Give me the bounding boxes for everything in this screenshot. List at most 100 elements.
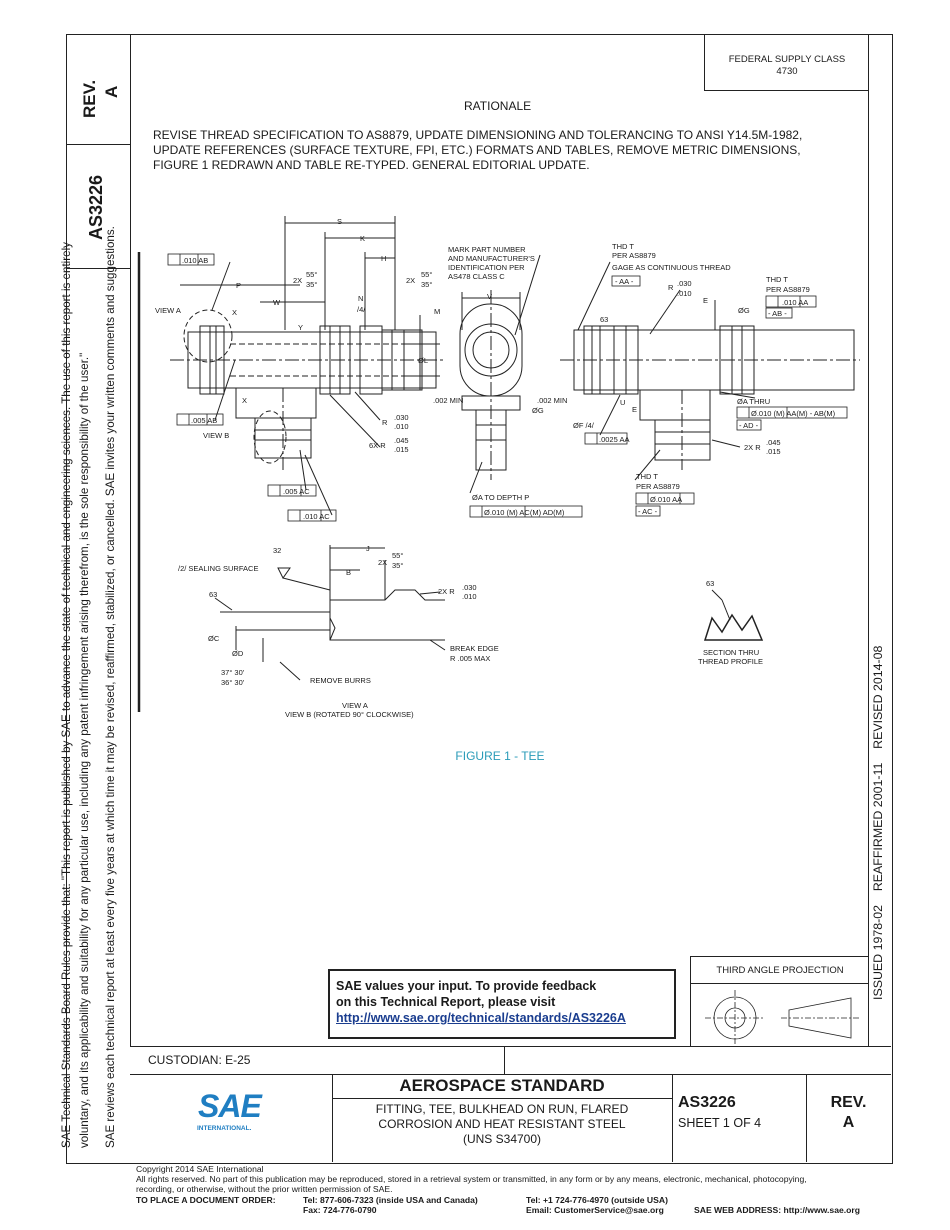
title-desc-1: FITTING, TEE, BULKHEAD ON RUN, FLARED — [375, 1102, 629, 1116]
tol-005ab: .005 AB — [191, 416, 217, 425]
datum-ad: - AD - — [739, 421, 759, 430]
tol-010aa: .010 AA — [782, 298, 808, 307]
datum-ac: - AC - — [638, 507, 658, 516]
page-frame — [66, 34, 893, 1164]
title-rev-label: REV. — [830, 1094, 867, 1111]
feedback-line-1: SAE values your input. To provide feedba… — [336, 979, 597, 993]
title-sheet: SHEET 1 OF 4 — [678, 1116, 762, 1130]
dim-r6-v2: .015 — [394, 445, 409, 454]
view-b2-label: VIEW B (ROTATED 90° CLOCKWISE) — [285, 710, 414, 719]
dim-r2xb-v2: .010 — [462, 592, 477, 601]
dim-r2-v: .030 — [677, 279, 692, 288]
dim-r1-v: .030 — [394, 413, 409, 422]
feedback-box: SAE values your input. To provide feedba… — [328, 969, 676, 1039]
dim-x2: X — [242, 396, 247, 405]
dim-n: N — [358, 294, 363, 303]
title-rev-value: A — [842, 1114, 855, 1131]
dim-g2: ØG — [738, 306, 750, 315]
footer-copyright: Copyright 2014 SAE International — [136, 1164, 264, 1174]
standard-type: AEROSPACE STANDARD — [399, 1076, 605, 1095]
view-a-detail — [214, 545, 445, 662]
dim-32: 32 — [273, 546, 281, 555]
footer-rights-1: All rights reserved. No part of this pub… — [136, 1174, 807, 1184]
dim-n4: /4/ — [357, 305, 366, 314]
dim-v: V — [487, 292, 492, 301]
dim-b: B — [346, 568, 351, 577]
dim-2x-a: 2X — [293, 276, 302, 285]
view-b-label: VIEW B — [203, 431, 229, 440]
section-1: SECTION THRU — [703, 648, 759, 657]
dim-k: K — [360, 234, 365, 243]
view-a2-label: VIEW A — [342, 701, 368, 710]
dim-y: Y — [298, 323, 303, 332]
thd-3: THD T — [636, 472, 658, 481]
fsc-value: 4730 — [776, 66, 798, 77]
athru-note: ØA THRU — [737, 397, 770, 406]
dim-r2xb-v: .030 — [462, 583, 477, 592]
dim-55-b: 55° — [421, 270, 432, 279]
dim-h: H — [381, 254, 386, 263]
thd-2b: PER AS8879 — [766, 285, 810, 294]
tee-section-view — [560, 300, 860, 470]
title-desc-2: CORROSION AND HEAT RESISTANT STEEL — [378, 1117, 626, 1131]
tee-front-view — [170, 216, 445, 470]
projection-label: THIRD ANGLE PROJECTION — [716, 965, 844, 976]
dim-r2x-v: .045 — [766, 438, 781, 447]
dim-s: S — [337, 217, 342, 226]
footer-rights-2: recording, or otherwise, without the pri… — [136, 1184, 393, 1194]
dim-63a: 63 — [600, 315, 608, 324]
sealing-note: /2/ SEALING SURFACE — [178, 564, 258, 573]
dim-e1: E — [703, 296, 708, 305]
footer-tel-1: Tel: 877-606-7323 (inside USA and Canada… — [303, 1195, 478, 1205]
dim-r6-v: .045 — [394, 436, 409, 445]
footer-email: Email: CustomerService@sae.org — [526, 1205, 664, 1215]
dim-r2xb: 2X R — [438, 587, 455, 596]
break-edge-1: BREAK EDGE — [450, 644, 499, 653]
footer-tel-2: Tel: +1 724-776-4970 (outside USA) — [526, 1195, 668, 1205]
dim-m: M — [434, 307, 440, 316]
dim-37: 37° 30' — [221, 668, 245, 677]
dim-e2: E — [632, 405, 637, 414]
sae-logo-text: SAE — [198, 1088, 262, 1124]
dim-min-2: .002 MIN — [537, 396, 567, 405]
fsc-box: FEDERAL SUPPLY CLASS 4730 — [704, 34, 869, 91]
rationale-title: RATIONALE — [464, 99, 532, 113]
dim-l: ØL — [418, 356, 428, 365]
footer-web: SAE WEB ADDRESS: http://www.sae.org — [694, 1205, 860, 1215]
tol-010ac: .010 AC — [303, 512, 330, 521]
dim-j: J — [366, 544, 370, 553]
thread-profile-detail — [703, 589, 764, 641]
dim-x1: X — [232, 308, 237, 317]
dim-2x-c: 2X — [378, 558, 387, 567]
remove-burrs: REMOVE BURRS — [310, 676, 371, 685]
footer-fax: Fax: 724-776-0790 — [303, 1205, 377, 1215]
dim-r2x: 2X R — [744, 443, 761, 452]
dim-r2: R — [668, 283, 674, 292]
dim-p: P — [236, 281, 241, 290]
dim-f4: ØF /4/ — [573, 421, 595, 430]
dim-55-a: 55° — [306, 270, 317, 279]
dim-35-c: 35° — [392, 561, 403, 570]
custodian: CUSTODIAN: E-25 — [148, 1053, 251, 1067]
fcf-depth: Ø.010 (M) AC(M) AD(M) — [484, 508, 565, 517]
figure-caption: FIGURE 1 - TEE — [455, 749, 545, 763]
thd-1c: GAGE AS CONTINUOUS THREAD — [612, 263, 731, 272]
dim-63b: 63 — [209, 590, 217, 599]
rationale-line-2: UPDATE REFERENCES (SURFACE TEXTURE, FPI,… — [153, 143, 801, 157]
mark-note-2: AND MANUFACTURER'S — [448, 254, 535, 263]
fsc-label: FEDERAL SUPPLY CLASS — [728, 54, 846, 65]
dim-35-a: 35° — [306, 280, 317, 289]
datum-ab: - AB - — [768, 309, 787, 318]
third-angle-projection-icon — [705, 990, 859, 1046]
title-desc-3: (UNS S34700) — [462, 1132, 542, 1146]
fcf-thru: Ø.010 (M) AA(M) - AB(M) — [751, 409, 836, 418]
dim-g: ØG — [532, 406, 544, 415]
dim-min-1: .002 MIN — [433, 396, 463, 405]
dim-63c: 63 — [706, 579, 714, 588]
view-a-label: VIEW A — [155, 306, 181, 315]
tol-005ac: .005 AC — [283, 487, 310, 496]
feedback-link[interactable]: http://www.sae.org/technical/standards/A… — [336, 1011, 626, 1025]
dim-r1: R — [382, 418, 388, 427]
dim-c: ØC — [208, 634, 220, 643]
thd-1: THD T — [612, 242, 634, 251]
